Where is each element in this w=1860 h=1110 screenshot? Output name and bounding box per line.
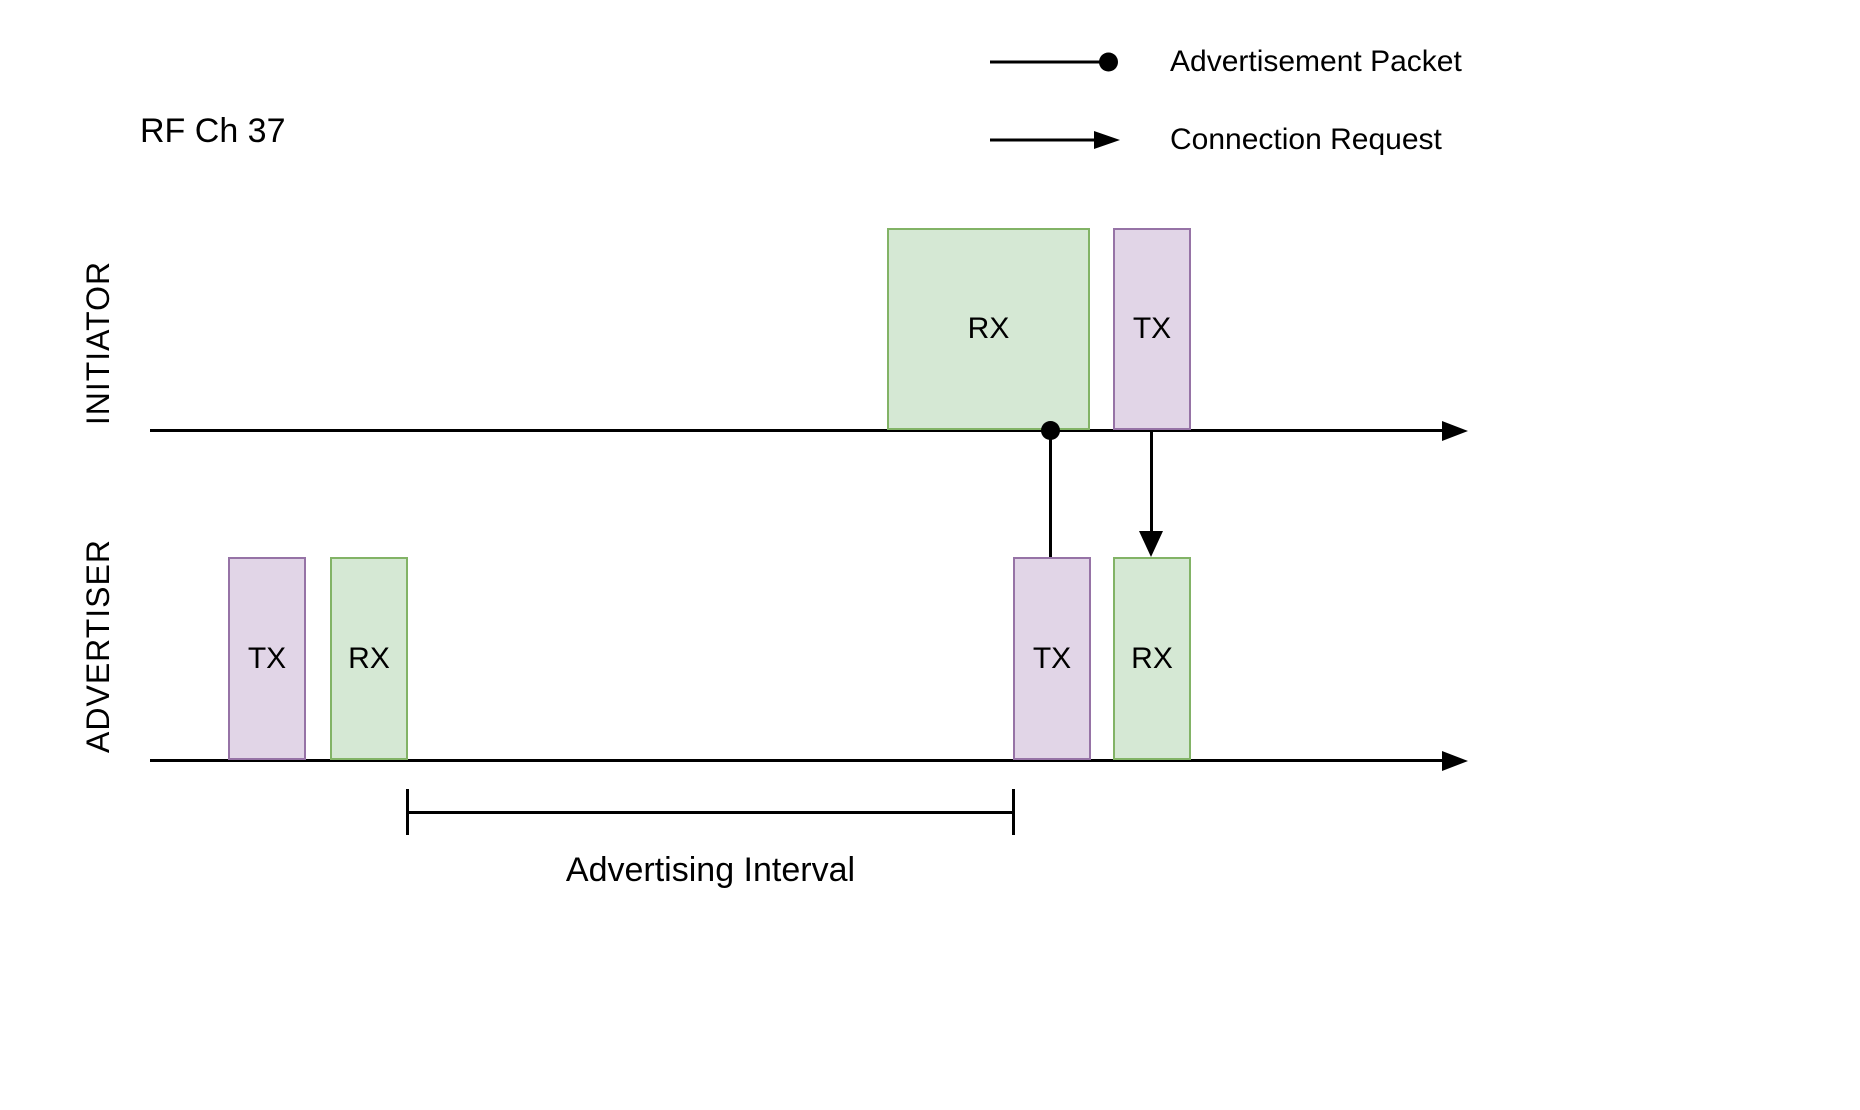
connection-request-connector (1150, 430, 1153, 534)
connection-request-line-icon (990, 138, 1094, 142)
advertisement-packet-symbol (990, 50, 1120, 74)
advertiser-tx2-box: TX (1013, 557, 1091, 760)
initiator-rx-box-label: RX (967, 312, 1010, 345)
connection-request-label: Connection Request (1170, 123, 1442, 156)
initiator-timeline-arrow-icon (1442, 420, 1468, 441)
advertisement-packet-line-icon (990, 60, 1104, 64)
advertiser-rx1-box-label: RX (348, 641, 390, 675)
advertisement-packet-label: Advertisement Packet (1170, 45, 1462, 78)
connection-request-symbol (990, 128, 1120, 152)
advertisement-packet-dot (1041, 421, 1060, 440)
rf-channel-label: RF Ch 37 (140, 112, 286, 150)
advertiser-timeline-arrow-icon (1442, 750, 1468, 771)
advertising-interval-label: Advertising Interval (565, 851, 856, 889)
advertisement-packet-dot-icon (1099, 52, 1118, 72)
connection-request-arrowhead (1139, 531, 1163, 557)
advertisement-packet-connector (1049, 430, 1052, 557)
advertiser-rx2-box-label: RX (1131, 641, 1173, 675)
advertiser-rx1-box: RX (330, 557, 408, 760)
interval-bracket-line (407, 811, 1014, 814)
legend-advertisement-packet: Advertisement Packet (990, 40, 1462, 84)
initiator-tx-box: TX (1113, 228, 1191, 430)
initiator-tx-box-label: TX (1132, 312, 1172, 345)
advertiser-rx2-box: RX (1113, 557, 1191, 760)
advertiser-tx1-box: TX (228, 557, 306, 760)
initiator-timeline (150, 420, 1468, 441)
advertiser-timeline (150, 750, 1468, 771)
connection-request-arrow-icon (1094, 131, 1120, 149)
advertiser-tx1-box-label: TX (247, 641, 287, 675)
initiator-lane-label: INITIATOR (80, 260, 116, 426)
initiator-rx-box: RX (887, 228, 1090, 430)
advertiser-lane-label: ADVERTISER (80, 539, 116, 753)
legend-connection-request: Connection Request (990, 118, 1442, 162)
advertiser-tx2-box-label: TX (1032, 641, 1072, 675)
interval-bracket-right-tick (1012, 789, 1015, 835)
